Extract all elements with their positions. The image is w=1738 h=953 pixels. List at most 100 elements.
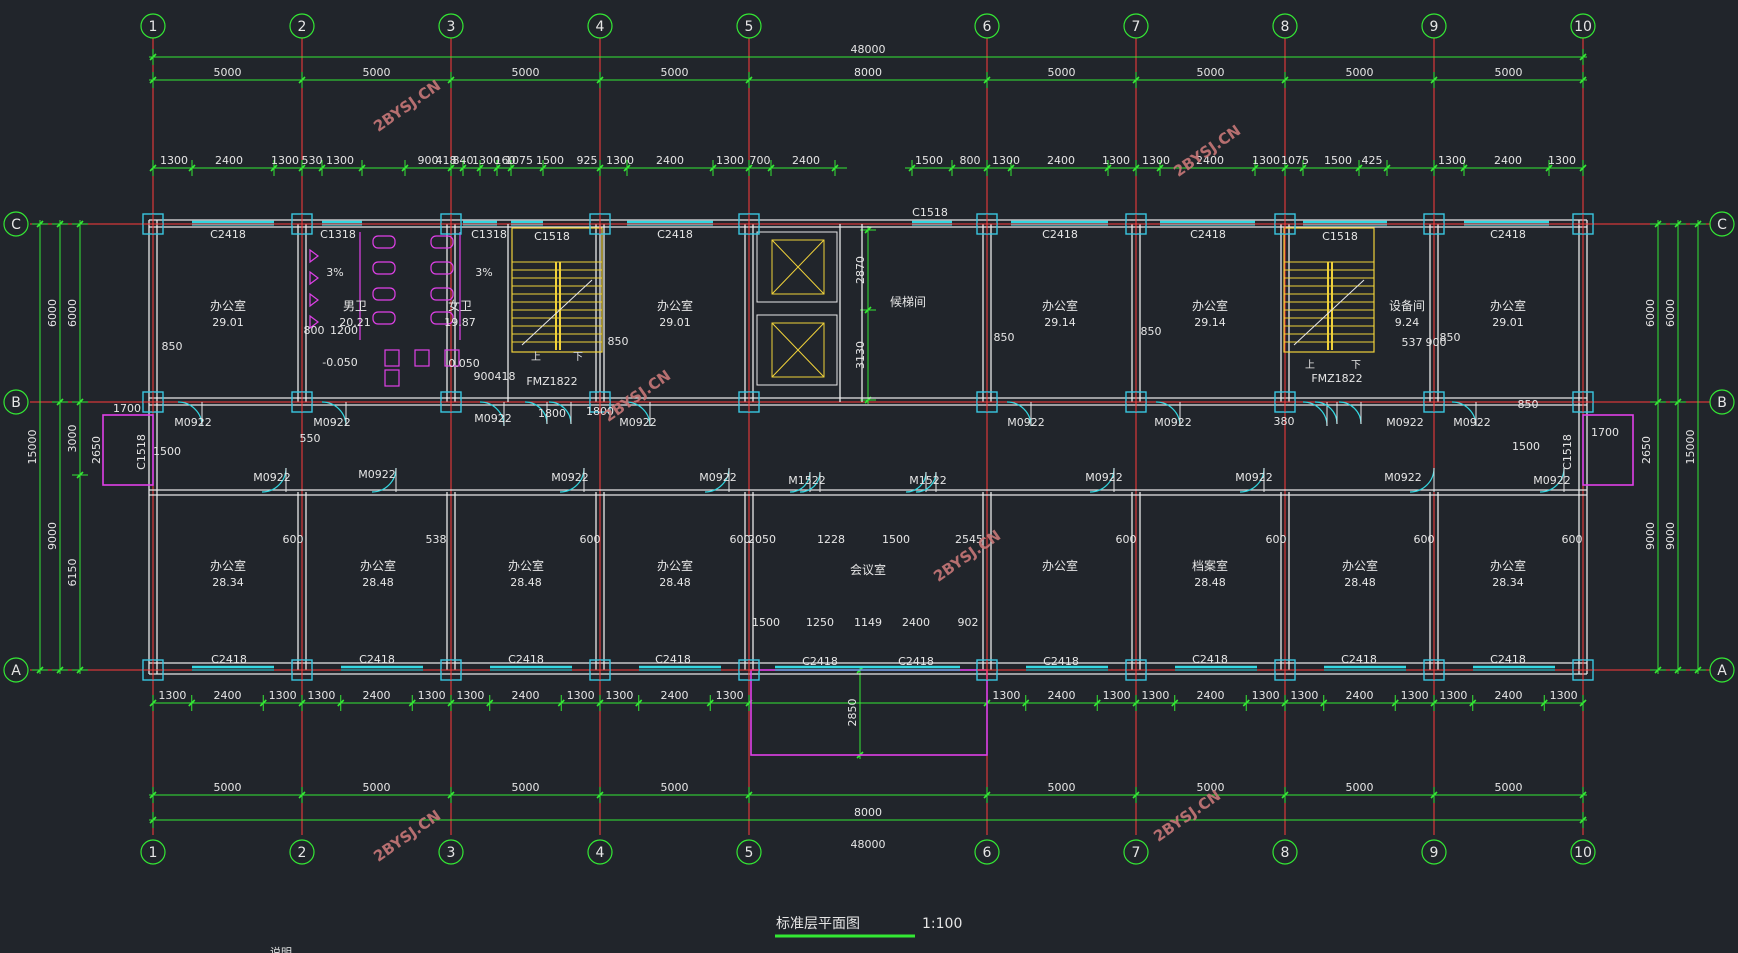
dim-misc-label: 900 [1426, 336, 1447, 349]
dim-bottom-detail-label: 2400 [1048, 689, 1076, 702]
dim-misc-label: 850 [1141, 325, 1162, 338]
dim-top-detail-slash [1460, 164, 1468, 172]
dim-bottom-axis-slash [1579, 791, 1587, 799]
dim-bottom-axis-slash [149, 791, 157, 799]
dim-bottom-detail-slash [1242, 699, 1250, 707]
axis-bubble-label-10: 10 [1574, 19, 1592, 35]
dim-top-axis-slash [149, 76, 157, 84]
toilet-fixture [372, 287, 396, 301]
dim-right-detail-slash [1654, 398, 1662, 406]
stair-up-west: 上 [531, 351, 541, 363]
dim-top-detail-slash [1251, 164, 1259, 172]
axis-bubble-3 [438, 13, 464, 39]
elevator-shaft-1 [756, 314, 838, 386]
axis-bubble-label-8: 8 [1281, 845, 1290, 861]
dim-elevator-slash [864, 306, 872, 314]
dim-top-axis-slash [298, 76, 306, 84]
room-south-1-area: 28.48 [362, 576, 394, 589]
slope-mark-0: 3% [326, 266, 343, 279]
door-tag-north: M0922 [619, 416, 657, 429]
dim-bottom-detail-label: 1300 [992, 689, 1020, 702]
dim-bottom-detail-slash [1171, 699, 1179, 707]
dim-bottom-axis-label: 5000 [512, 781, 540, 794]
axis-bubble-label-B: B [1717, 395, 1727, 411]
dim-misc-label: 850 [1440, 331, 1461, 344]
room-north-7-area: 9.24 [1395, 316, 1420, 329]
dim-top-detail-slash [298, 164, 306, 172]
dim-bottom-mid-slash [149, 816, 157, 824]
dim-top-axis-slash [1132, 76, 1140, 84]
dim-bottom-axis-slash [447, 791, 455, 799]
room-south-8-area: 28.34 [1492, 576, 1524, 589]
room-north-2-area: 19.87 [444, 316, 476, 329]
dim-misc-label: 418 [495, 370, 516, 383]
axis-bubble-label-C: C [11, 217, 21, 233]
dim-top-detail-label: 530 [302, 154, 323, 167]
dim-bottom-detail-label: 1300 [1290, 689, 1318, 702]
dim-left-outer-slash [36, 666, 44, 674]
dim-bottom-detail-slash [1132, 699, 1140, 707]
axis-bubble-label-4: 4 [596, 845, 605, 861]
dim-right-outer-slash [1694, 666, 1702, 674]
dim-top-detail-slash [188, 164, 196, 172]
dim-left-detail-label: 6150 [66, 559, 79, 587]
dim-misc-label: 1500 [882, 533, 910, 546]
room-north-7-name: 设备间 [1389, 299, 1425, 313]
dim-bottom-axis-label: 5000 [1495, 781, 1523, 794]
dim-top-detail-label: 1500 [1324, 154, 1352, 167]
dim-misc-label: 1500 [752, 616, 780, 629]
level-mark-0: -0.050 [322, 356, 357, 369]
dim-bottom-detail-slash [408, 699, 416, 707]
dim-misc-label: 902 [958, 616, 979, 629]
axis-bubble-4 [587, 13, 613, 39]
axis-bubble-8 [1272, 839, 1298, 865]
dim-top-detail-label: 1500 [915, 154, 943, 167]
room-north-1-area: 20.21 [339, 316, 371, 329]
dim-bottom-detail-label: 2400 [1495, 689, 1523, 702]
window-tag-bottom: C2418 [1192, 653, 1228, 666]
dim-misc-label: 2050 [748, 533, 776, 546]
dim-top-detail-slash [1156, 164, 1164, 172]
stair-west [511, 227, 603, 353]
dim-top-detail-label: 160 [495, 154, 516, 167]
dim-bottom-detail-label: 2400 [512, 689, 540, 702]
dim-left-axis-slash [56, 398, 64, 406]
dim-right-axis-label: 6000 [1664, 299, 1677, 327]
dim-top-detail-label: 1300 [992, 154, 1020, 167]
room-north-2-name: 女卫 [448, 298, 472, 313]
dim-top-axis-label: 5000 [363, 66, 391, 79]
dim-bottom-axis-slash [596, 791, 604, 799]
dim-bottom-detail-label: 2400 [661, 689, 689, 702]
axis-bubble-C [3, 211, 29, 237]
dim-canopy-label: 2850 [846, 699, 859, 727]
dim-top-detail-slash [459, 164, 467, 172]
window-tag-top: C1518 [534, 230, 570, 243]
door-tag-south: M0922 [699, 471, 737, 484]
axis-bubble-A [1709, 657, 1735, 683]
stair-down-west: 下 [573, 352, 583, 363]
axis-bubble-9 [1421, 839, 1447, 865]
drawing-title: 标准层平面图 [776, 916, 860, 932]
door-tag-south: M0922 [1235, 471, 1273, 484]
dim-bottom-detail-slash [1540, 699, 1548, 707]
dim-left-axis-slash [56, 220, 64, 228]
axis-bubble-6 [974, 839, 1000, 865]
dim-top-axis-slash [1579, 76, 1587, 84]
dim-bottom-detail-slash [1093, 699, 1101, 707]
dim-top-detail-label: 1300 [1102, 154, 1130, 167]
room-south-5-name: 办公室 [1042, 558, 1078, 573]
dim-elevator-label: 3130 [854, 341, 867, 369]
axis-bubble-label-5: 5 [745, 845, 754, 861]
dim-top-detail-label: 1500 [536, 154, 564, 167]
dim-bottom-detail-label: 2400 [363, 689, 391, 702]
dim-top-detail-slash [948, 164, 956, 172]
axis-bubble-10 [1570, 839, 1596, 865]
drawing-title-block: 标准层平面图 1:100 说明 [270, 916, 962, 953]
dim-top-axis-slash [447, 76, 455, 84]
dim-top-detail-slash [1355, 164, 1363, 172]
dim-bottom-total-label: 48000 [851, 838, 886, 851]
dim-misc-label: 600 [1562, 533, 1583, 546]
dim-bottom-axis-slash [298, 791, 306, 799]
axis-bubble-label-2: 2 [298, 19, 307, 35]
axis-bubble-label-4: 4 [596, 19, 605, 35]
